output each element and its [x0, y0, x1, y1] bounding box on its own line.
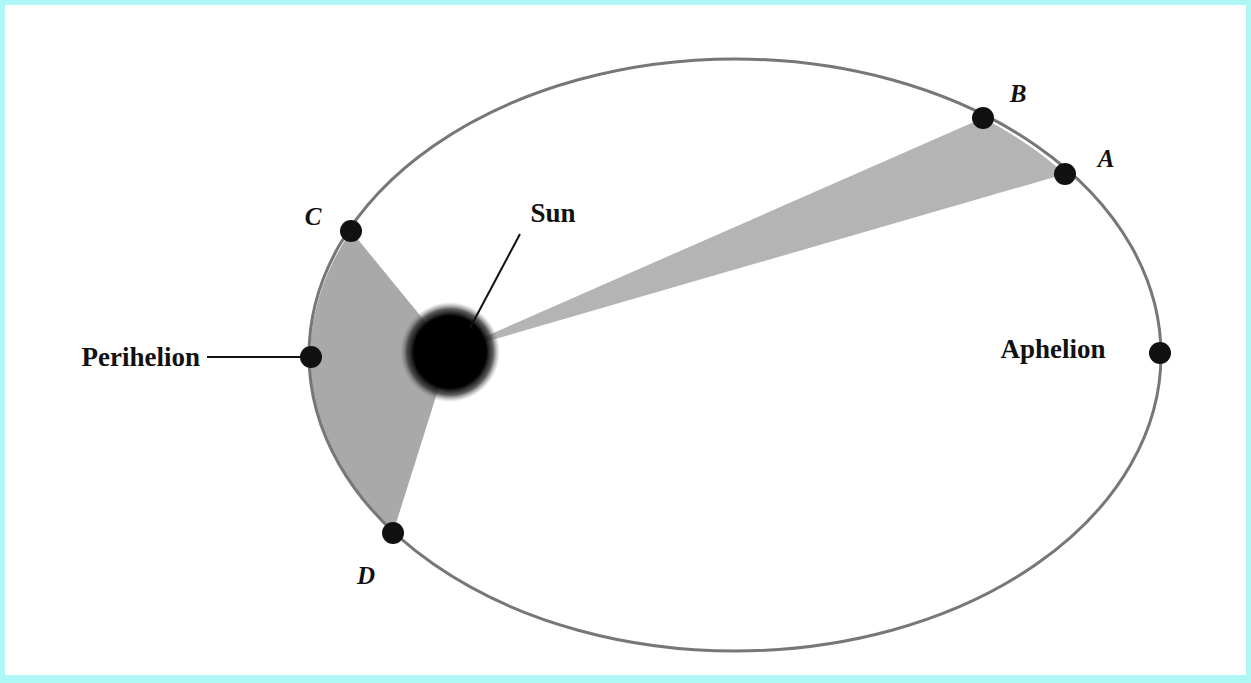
- sun-disc: [400, 302, 500, 402]
- leader-line: [470, 234, 520, 328]
- body-label: Sun: [530, 200, 575, 227]
- orbit-point: [382, 522, 404, 544]
- leader-line: [207, 356, 302, 358]
- orbit-point: [1149, 342, 1171, 364]
- diagram-frame: B A C SunPerihelion AphelionD: [5, 5, 1246, 675]
- orbit-point: [340, 220, 362, 242]
- position-label: Aphelion: [1000, 336, 1105, 363]
- orbit-point: [972, 107, 994, 129]
- point-label: C: [305, 204, 322, 229]
- orbit-ellipse: [309, 59, 1161, 651]
- swept-area: [450, 118, 1065, 352]
- orbit-point: [1054, 163, 1076, 185]
- point-label: A: [1098, 146, 1115, 171]
- point-label: D: [357, 563, 375, 588]
- position-label: Perihelion: [82, 344, 200, 371]
- orbit-point: [300, 346, 322, 368]
- point-label: B: [1010, 81, 1027, 106]
